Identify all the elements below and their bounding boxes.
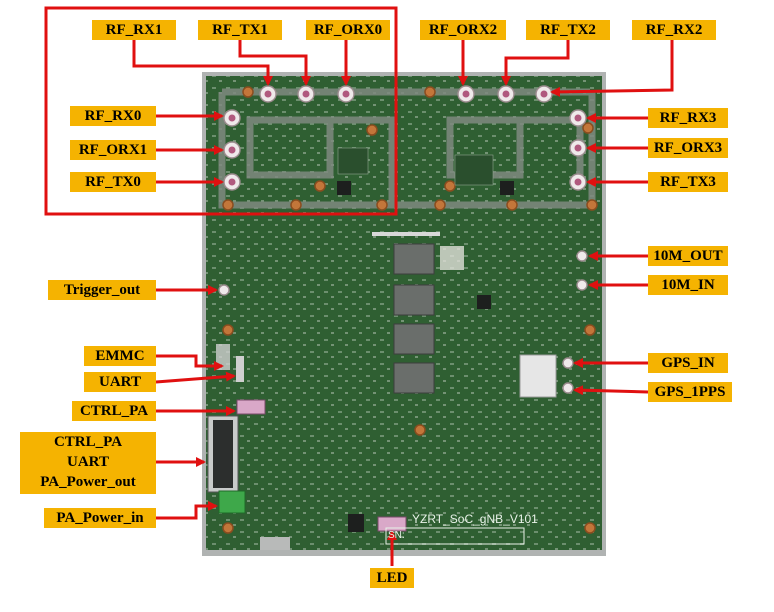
callout-arrows <box>132 38 674 566</box>
board-name-silkscreen: YZRT_SoC_gNB_V101 <box>412 512 538 526</box>
label-rf-tx2: RF_TX2 <box>526 20 610 40</box>
label-rf-orx1: RF_ORX1 <box>70 140 156 160</box>
label-emmc: EMMC <box>84 346 156 366</box>
label-trigger-out: Trigger_out <box>48 280 156 300</box>
label-rf-tx3: RF_TX3 <box>648 172 728 192</box>
label-rf-rx3: RF_RX3 <box>648 108 728 128</box>
multi-label-line-3: PA_Power_out <box>40 474 136 490</box>
label-ctrl-pa-uart-pa-power-out: CTRL_PA UART PA_Power_out <box>20 432 156 494</box>
label-rf-rx2: RF_RX2 <box>632 20 716 40</box>
label-gps-1pps: GPS_1PPS <box>648 382 732 402</box>
ic-chips <box>337 147 557 532</box>
label-gps-in: GPS_IN <box>648 353 728 373</box>
serial-number-silkscreen: SN: <box>388 530 405 541</box>
label-pa-power-in: PA_Power_in <box>44 508 156 528</box>
label-rf-rx1: RF_RX1 <box>92 20 176 40</box>
rf-port-highlight-box <box>44 6 398 216</box>
label-led: LED <box>370 568 414 588</box>
mounting-holes <box>222 86 598 534</box>
label-rf-tx0: RF_TX0 <box>70 172 156 192</box>
label-rf-tx1: RF_TX1 <box>198 20 282 40</box>
label-uart: UART <box>84 372 156 392</box>
label-ctrl-pa: CTRL_PA <box>72 401 156 421</box>
sma-connectors <box>218 85 588 394</box>
multi-label-line-1: CTRL_PA <box>53 434 123 450</box>
label-rf-orx0: RF_ORX0 <box>306 20 390 40</box>
header-connectors <box>207 344 407 550</box>
label-rf-orx3: RF_ORX3 <box>648 138 728 158</box>
label-rf-orx2: RF_ORX2 <box>420 20 506 40</box>
label-10m-out: 10M_OUT <box>648 246 728 266</box>
label-10m-in: 10M_IN <box>648 275 728 295</box>
multi-label-line-2: UART <box>67 454 109 470</box>
label-rf-rx0: RF_RX0 <box>70 106 156 126</box>
